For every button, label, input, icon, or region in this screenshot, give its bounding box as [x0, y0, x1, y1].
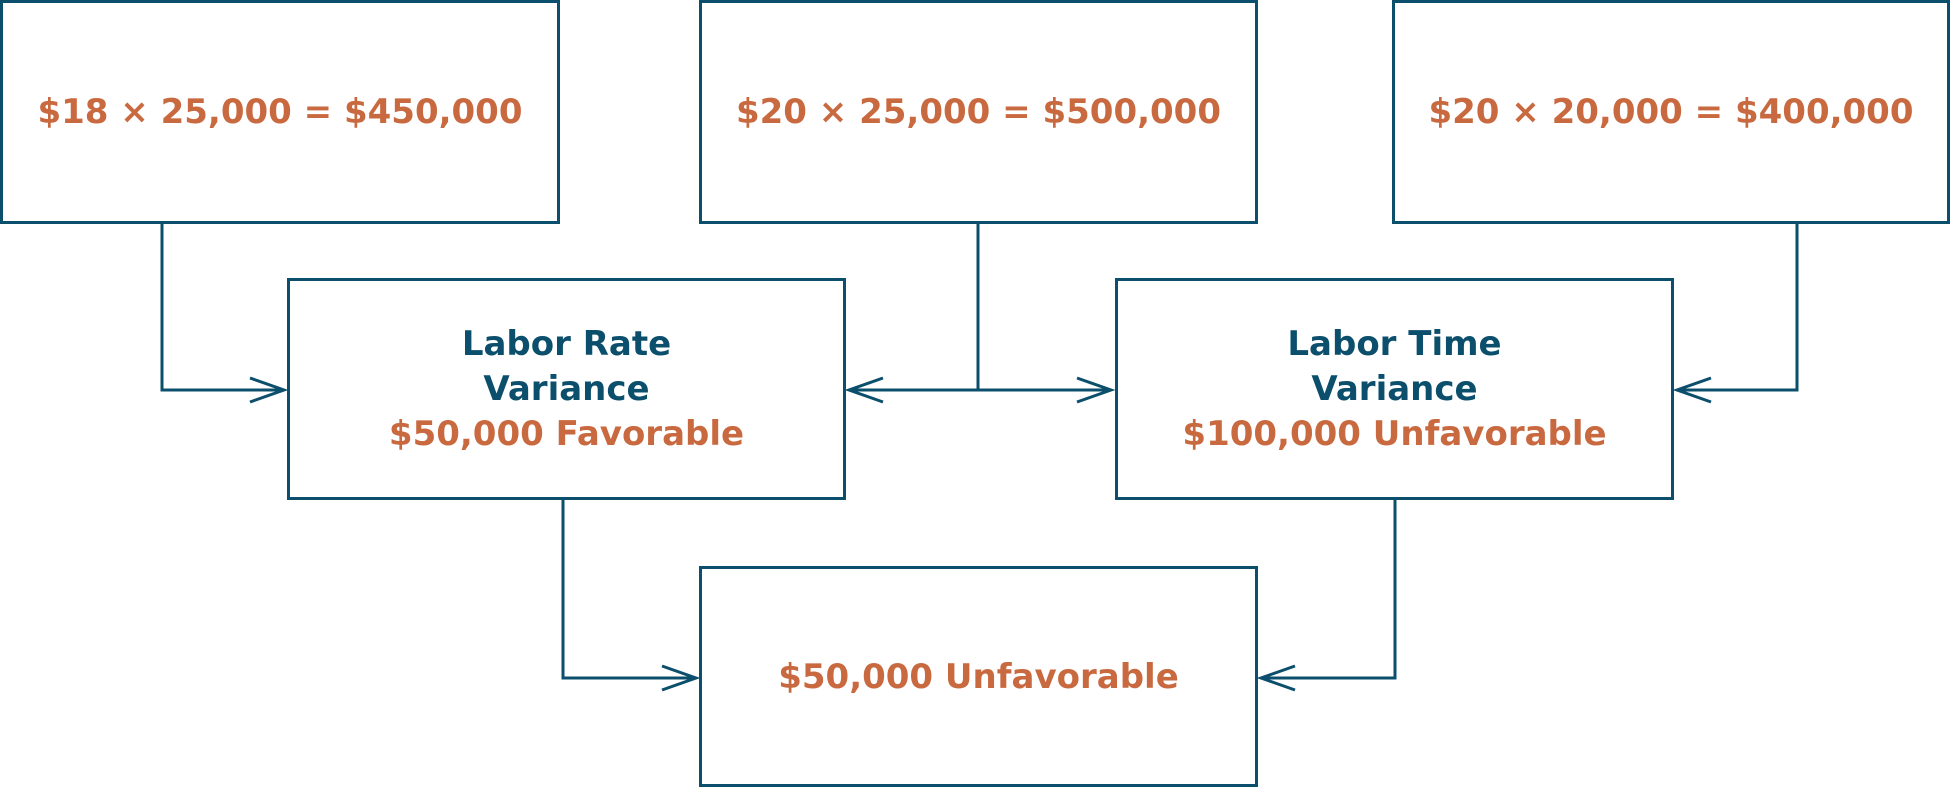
labor-rate-variance-value: $50,000 Favorable [388, 413, 745, 454]
arrowhead-c-to-time [1672, 376, 1712, 404]
connector-time-to-total [1261, 500, 1397, 680]
labor-rate-title-line2: Variance [483, 368, 650, 409]
labor-rate-variance-box: Labor Rate Variance $50,000 Favorable [287, 278, 846, 500]
arrowhead-a-to-rate [249, 376, 289, 404]
standard-rate-actual-hours-box: $20 × 25,000 = $500,000 [699, 0, 1258, 224]
arrowhead-b-to-time [1076, 376, 1116, 404]
connector-c-to-time [1677, 224, 1799, 392]
labor-time-variance-box: Labor Time Variance $100,000 Unfavorable [1115, 278, 1674, 500]
connector-a-to-rate [160, 224, 284, 392]
connector-rate-to-total [561, 500, 696, 680]
arrowhead-time-to-total [1256, 664, 1296, 692]
total-variance-box: $50,000 Unfavorable [699, 566, 1258, 787]
labor-time-title-line1: Labor Time [1287, 323, 1502, 364]
standard-rate-actual-hours-calculation: $20 × 25,000 = $500,000 [735, 92, 1221, 132]
actual-cost-box: $18 × 25,000 = $450,000 [0, 0, 560, 224]
standard-cost-box: $20 × 20,000 = $400,000 [1392, 0, 1950, 224]
total-variance-value: $50,000 Unfavorable [778, 656, 1179, 697]
standard-cost-calculation: $20 × 20,000 = $400,000 [1428, 92, 1914, 132]
labor-rate-title-line1: Labor Rate [461, 323, 672, 364]
actual-cost-calculation: $18 × 25,000 = $450,000 [37, 92, 523, 132]
arrowhead-b-to-rate [844, 376, 884, 404]
labor-time-title-line2: Variance [1311, 368, 1478, 409]
labor-time-variance-value: $100,000 Unfavorable [1182, 413, 1607, 454]
arrowhead-rate-to-total [661, 664, 701, 692]
